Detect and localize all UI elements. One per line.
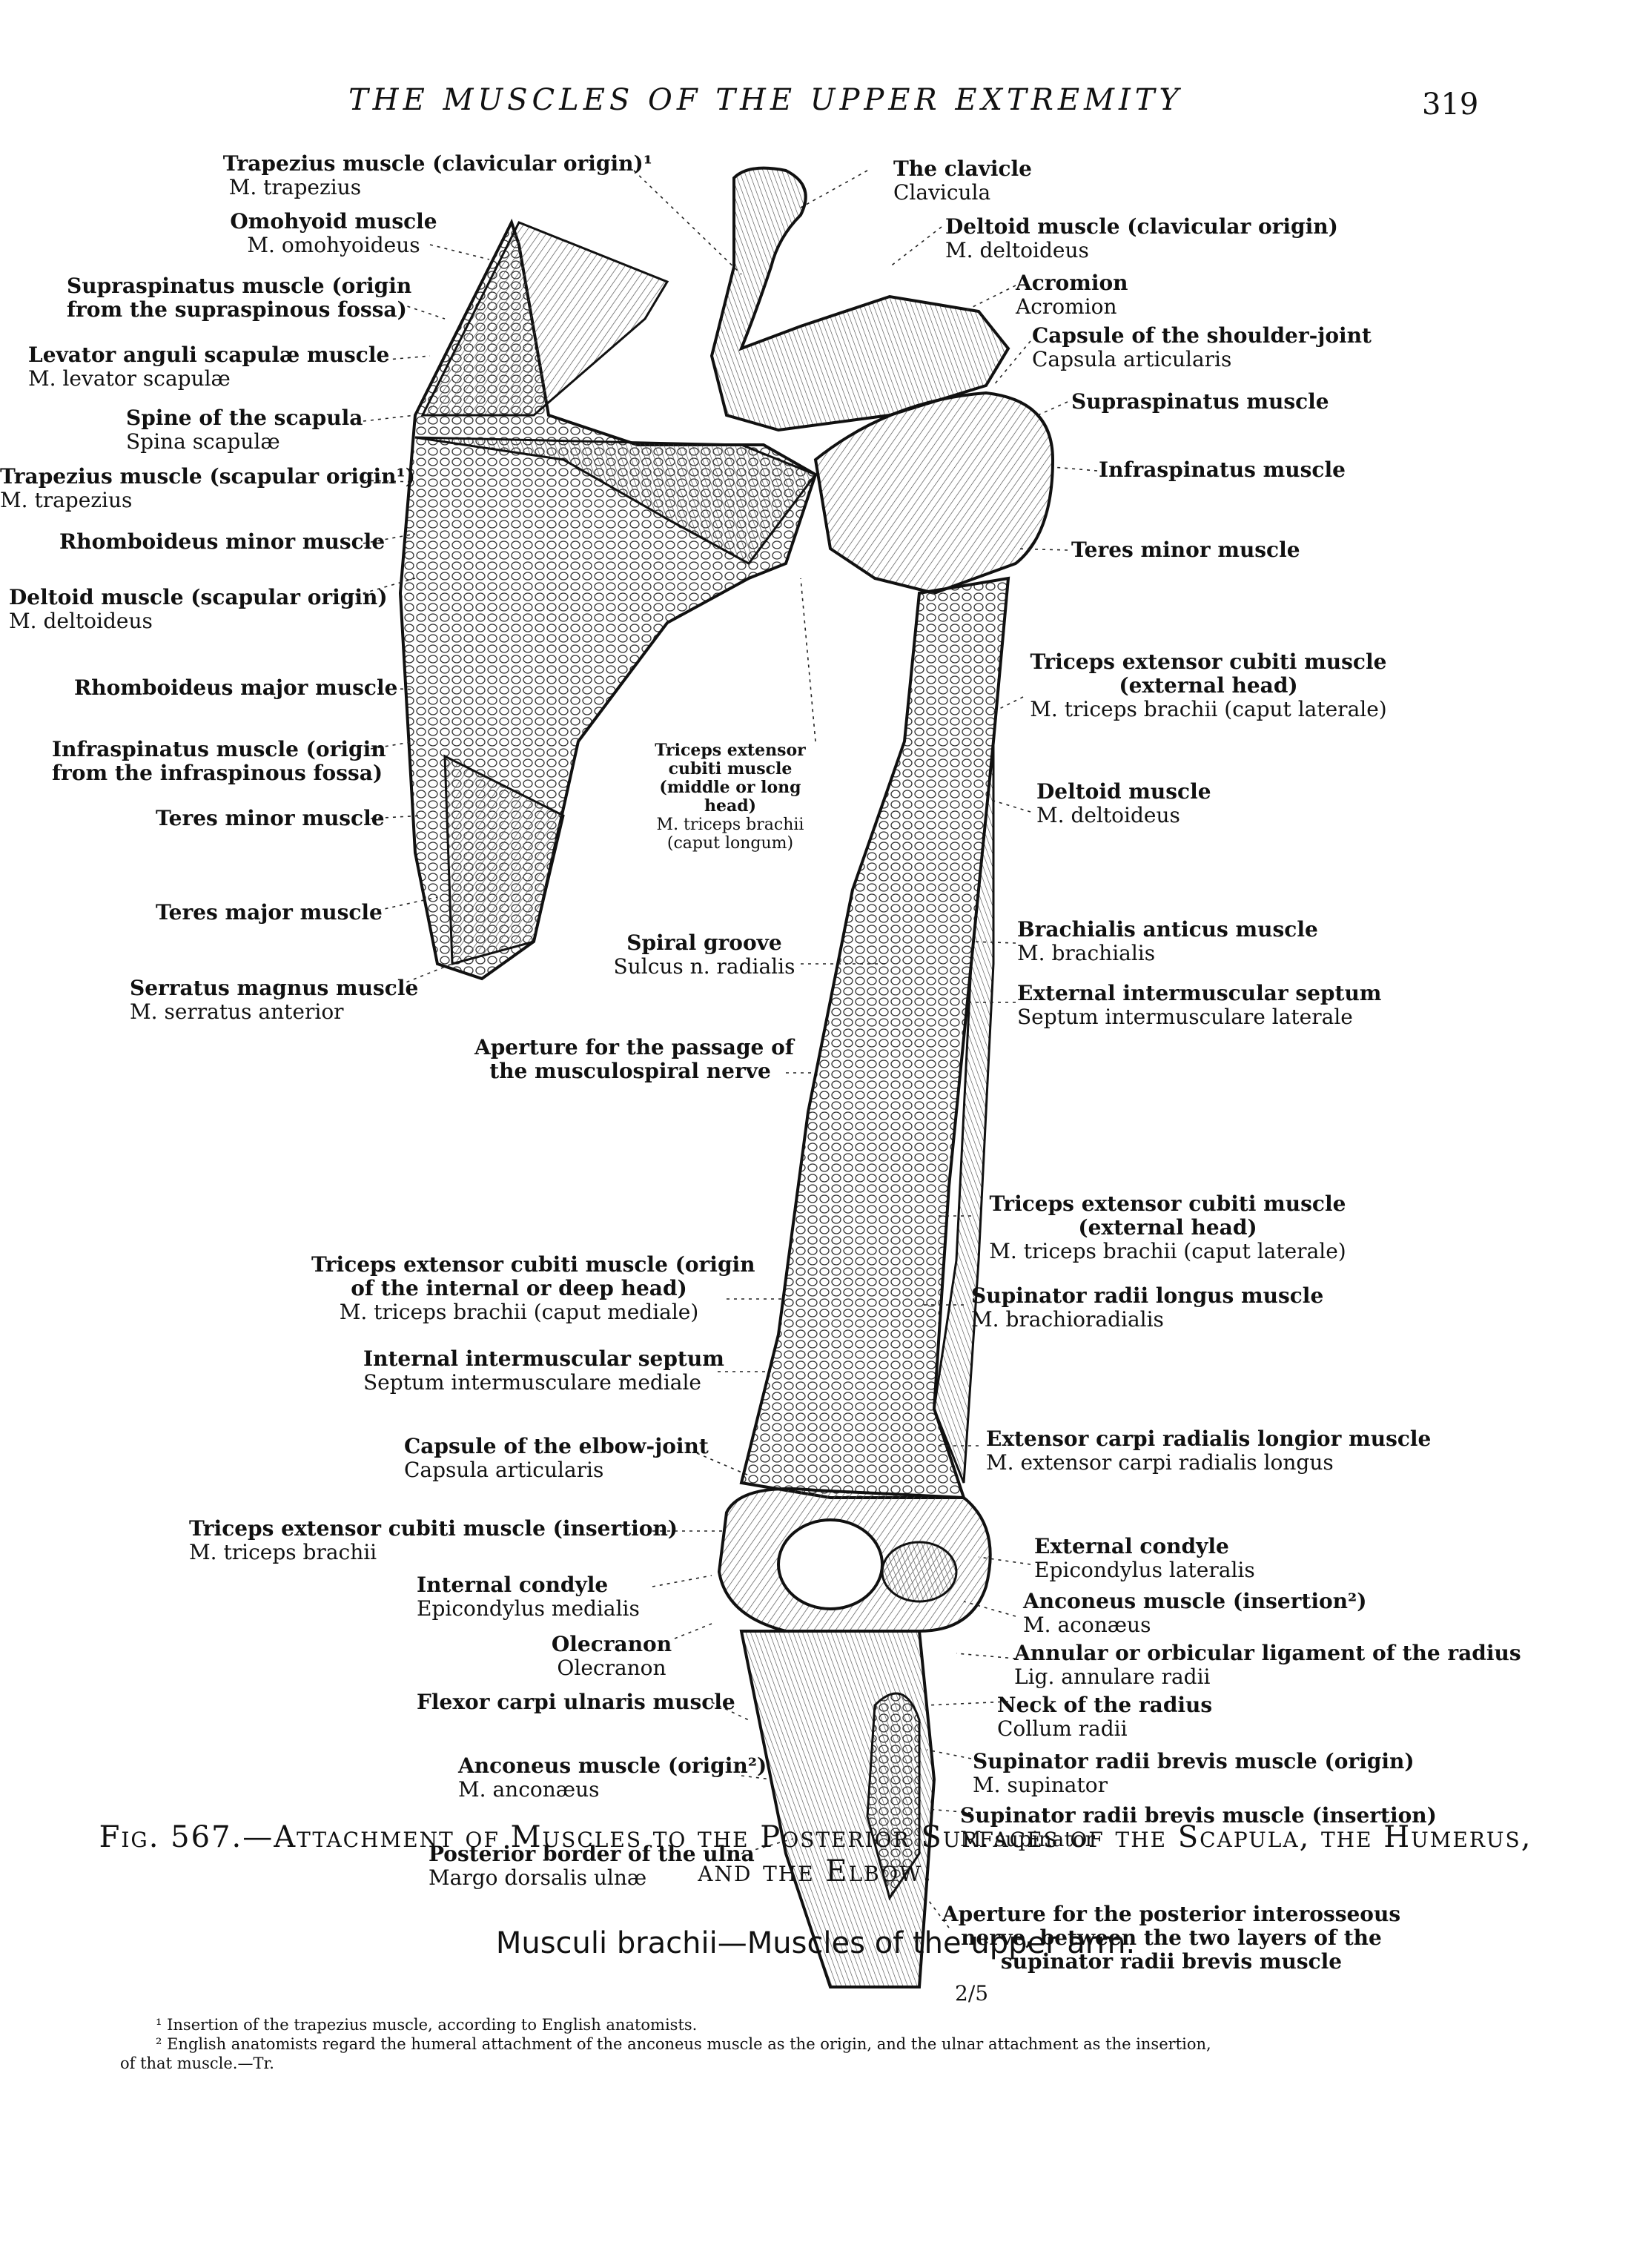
label-supinator-brevis-insertion: Supinator radii brevis muscle (insertion… <box>960 1803 1437 1851</box>
footnote-1: ¹ Insertion of the trapezius muscle, acc… <box>156 2016 698 2034</box>
label-supraspinatus-right: Supraspinatus muscle <box>1071 389 1329 414</box>
humerus-head <box>813 391 1055 595</box>
label-anconeus-origin: Anconeus muscle (origin²)M. anconæus <box>458 1753 767 1802</box>
label-triceps-external-head-lower: Triceps extensor cubiti muscle(external … <box>989 1191 1346 1263</box>
label-triceps-external-head-upper: Triceps extensor cubiti muscle(external … <box>1030 649 1387 721</box>
label-teres-minor-right: Teres minor muscle <box>1071 538 1300 562</box>
label-deltoid-scapular: Deltoid muscle (scapular origin)M. delto… <box>9 585 388 633</box>
scale-fraction: 2/5 <box>955 1981 989 2006</box>
figure-subcaption: Musculi brachii—Muscles of the upper arm… <box>495 1926 1136 1960</box>
figure-caption-line-1: Fig. 567.—Attachment of Muscles to the P… <box>99 1820 1532 1854</box>
label-teres-major: Teres major muscle <box>156 900 383 925</box>
footnote-2: ² English anatomists regard the humeral … <box>156 2035 1211 2053</box>
running-header: THE MUSCLES OF THE UPPER EXTREMITY <box>348 83 1183 117</box>
label-triceps-long-head: Triceps extensor cubiti muscle (middle o… <box>655 741 806 853</box>
page-number: 319 <box>1422 87 1479 122</box>
label-flexor-carpi-ulnaris: Flexor carpi ulnaris muscle <box>417 1690 735 1714</box>
label-infraspinatus-right: Infraspinatus muscle <box>1099 457 1346 482</box>
footnote-2-continued: of that muscle.—Tr. <box>120 2054 274 2072</box>
label-rhomboideus-minor: Rhomboideus minor muscle <box>59 529 386 554</box>
label-anconeus-insertion: Anconeus muscle (insertion²)M. aconæus <box>1023 1589 1367 1637</box>
label-deltoid-clavicular: Deltoid muscle (clavicular origin)M. del… <box>945 214 1338 262</box>
label-rhomboideus-major: Rhomboideus major muscle <box>74 675 398 700</box>
figure-caption: Fig. 567.—Attachment of Muscles to the P… <box>0 1820 1631 1888</box>
clavicle <box>709 166 1010 432</box>
label-trapezius-scapular: Trapezius muscle (scapular origin¹)M. tr… <box>0 464 416 512</box>
label-annular-ligament: Annular or orbicular ligament of the rad… <box>1014 1641 1521 1689</box>
label-supinator-brevis-origin: Supinator radii brevis muscle (origin)M.… <box>973 1749 1415 1797</box>
figure-caption-line-2: and the Elbow. <box>698 1854 933 1888</box>
label-triceps-insertion: Triceps extensor cubiti muscle (insertio… <box>189 1516 678 1564</box>
label-teres-minor-left: Teres minor muscle <box>156 806 385 830</box>
